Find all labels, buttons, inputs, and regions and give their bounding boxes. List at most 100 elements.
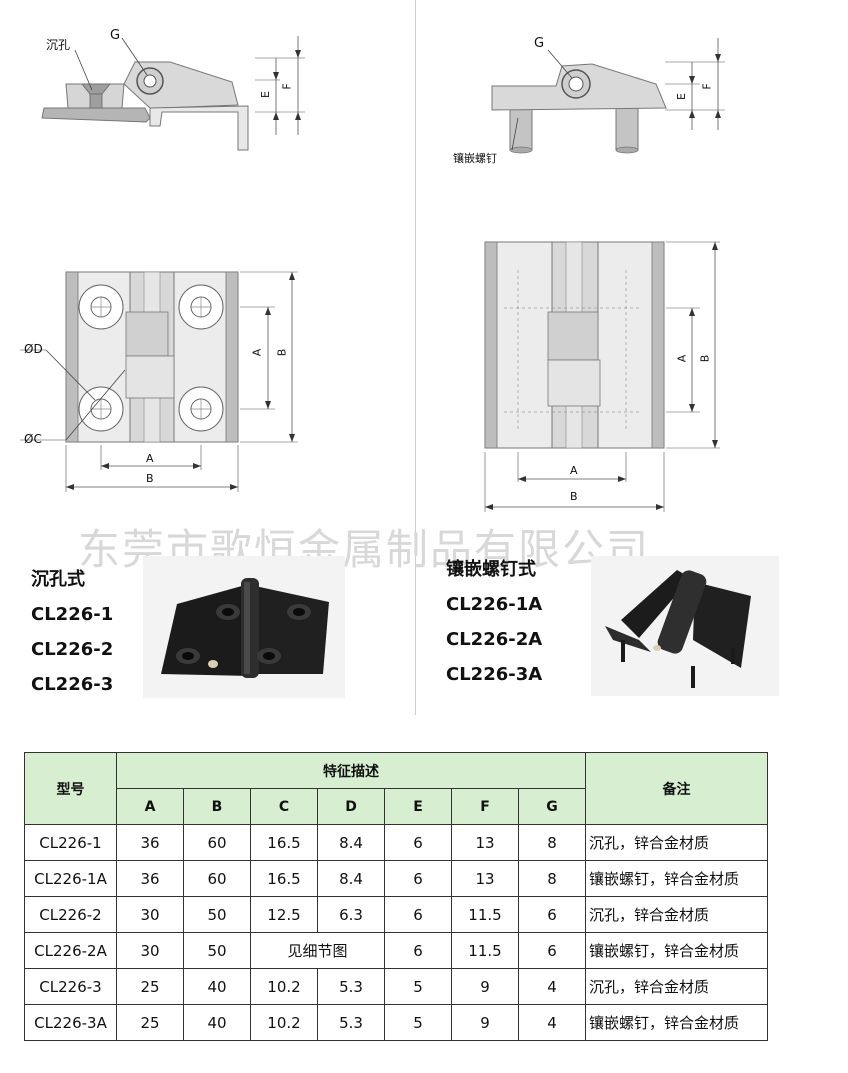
dim-a-label-right: A [570, 464, 578, 477]
col-header-f: F [451, 788, 519, 825]
table-row: CL226-1A 36 60 16.5 8.4 6 13 8 镶嵌螺钉，锌合金材… [24, 860, 768, 897]
feature-header: 特征描述 [116, 752, 586, 789]
cell-model: CL226-1 [24, 824, 117, 861]
cell-note: 镶嵌螺钉，锌合金材质 [585, 860, 768, 897]
cell-note: 沉孔，锌合金材质 [585, 824, 768, 861]
col-header-a: A [116, 788, 184, 825]
col-header-c: C [250, 788, 318, 825]
table-row: CL226-2 30 50 12.5 6.3 6 11.5 6 沉孔，锌合金材质 [24, 896, 768, 933]
cell-model: CL226-3A [24, 1004, 117, 1041]
diameter-c-label: ØC [24, 432, 42, 446]
right-model-list: 镶嵌螺钉式 CL226-1A CL226-2A CL226-3A [446, 552, 542, 692]
cell-e: 6 [384, 860, 452, 897]
right-product-photo [591, 556, 779, 696]
cell-f: 13 [451, 860, 519, 897]
cell-note: 沉孔，锌合金材质 [585, 968, 768, 1005]
dim-b-label: B [146, 472, 154, 485]
cell-a: 30 [116, 932, 184, 969]
cell-d: 5.3 [317, 968, 385, 1005]
cell-c: 16.5 [250, 824, 318, 861]
cell-e: 6 [384, 932, 452, 969]
cell-d: 5.3 [317, 1004, 385, 1041]
col-header-e: E [384, 788, 452, 825]
countersink-label: 沉孔 [46, 38, 71, 52]
cell-d: 6.3 [317, 896, 385, 933]
e-label-right: E [674, 93, 688, 100]
e-label: E [258, 91, 272, 98]
cell-f: 9 [451, 968, 519, 1005]
right-side-view-drawing [491, 38, 725, 154]
left-model-1: CL226-1 [31, 604, 114, 625]
table-row: CL226-2A 30 50 见细节图 6 11.5 6 镶嵌螺钉，锌合金材质 [24, 932, 768, 969]
cell-b: 50 [183, 932, 251, 969]
cell-model: CL226-2A [24, 932, 117, 969]
diameter-d-label: ØD [24, 342, 43, 356]
cell-d: 8.4 [317, 860, 385, 897]
left-product-photo [143, 556, 345, 698]
cell-note: 镶嵌螺钉，锌合金材质 [585, 1004, 768, 1041]
cell-f: 11.5 [451, 896, 519, 933]
dim-a-vertical-label-right: A [675, 354, 689, 363]
cell-b: 40 [183, 968, 251, 1005]
left-product-type: 沉孔式 [31, 569, 85, 590]
dim-a-vertical-label: A [250, 348, 264, 357]
cell-b: 60 [183, 824, 251, 861]
stud-label: 镶嵌螺钉 [453, 152, 497, 165]
left-plan-view-drawing [20, 271, 298, 492]
cell-c: 16.5 [250, 860, 318, 897]
cell-a: 36 [116, 824, 184, 861]
spec-table: 型号 特征描述 备注 A B C D E F G CL226-1 36 60 1… [24, 752, 768, 1041]
left-model-list: 沉孔式 CL226-1 CL226-2 CL226-3 [31, 562, 113, 702]
cell-a: 30 [116, 896, 184, 933]
dim-b-label-right: B [570, 490, 578, 503]
cell-note: 镶嵌螺钉，锌合金材质 [585, 932, 768, 969]
table-row: CL226-3A 25 40 10.2 5.3 5 9 4 镶嵌螺钉，锌合金材质 [24, 1004, 768, 1041]
dim-b-vertical-label: B [275, 348, 289, 357]
model-header: 型号 [24, 752, 117, 825]
cell-g: 8 [518, 824, 586, 861]
cell-g: 6 [518, 896, 586, 933]
g-label: G [110, 28, 121, 43]
cell-g: 6 [518, 932, 586, 969]
cell-d: 8.4 [317, 824, 385, 861]
dim-b-vertical-label-right: B [698, 354, 712, 363]
f-label-right: F [700, 83, 714, 90]
right-product-type: 镶嵌螺钉式 [446, 559, 536, 580]
right-plan-view-drawing [484, 241, 720, 512]
g-label-right: G [534, 36, 545, 51]
left-model-3: CL226-3 [31, 674, 114, 695]
right-model-1: CL226-1A [446, 594, 543, 615]
cell-f: 9 [451, 1004, 519, 1041]
cell-b: 40 [183, 1004, 251, 1041]
col-header-d: D [317, 788, 385, 825]
left-model-2: CL226-2 [31, 639, 114, 660]
note-header: 备注 [585, 752, 768, 825]
cell-b: 60 [183, 860, 251, 897]
cell-a: 25 [116, 1004, 184, 1041]
cell-model: CL226-1A [24, 860, 117, 897]
cell-g: 4 [518, 1004, 586, 1041]
col-header-g: G [518, 788, 586, 825]
cell-f: 13 [451, 824, 519, 861]
cell-e: 5 [384, 1004, 452, 1041]
cell-cd-merged: 见细节图 [250, 932, 385, 969]
cell-c: 10.2 [250, 1004, 318, 1041]
cell-c: 10.2 [250, 968, 318, 1005]
right-model-3: CL226-3A [446, 664, 543, 685]
center-divider [415, 0, 416, 715]
col-header-b: B [183, 788, 251, 825]
cell-model: CL226-3 [24, 968, 117, 1005]
cell-model: CL226-2 [24, 896, 117, 933]
table-row: CL226-1 36 60 16.5 8.4 6 13 8 沉孔，锌合金材质 [24, 824, 768, 861]
cell-e: 6 [384, 896, 452, 933]
left-side-view-drawing [41, 36, 305, 151]
dim-a-label: A [146, 452, 154, 465]
cell-g: 8 [518, 860, 586, 897]
cell-e: 6 [384, 824, 452, 861]
cell-a: 36 [116, 860, 184, 897]
cell-a: 25 [116, 968, 184, 1005]
cell-f: 11.5 [451, 932, 519, 969]
cell-c: 12.5 [250, 896, 318, 933]
cell-note: 沉孔，锌合金材质 [585, 896, 768, 933]
cell-e: 5 [384, 968, 452, 1005]
